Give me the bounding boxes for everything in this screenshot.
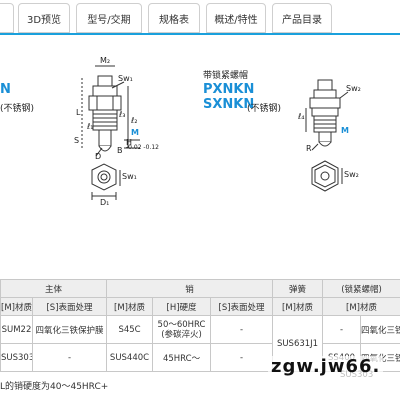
cell-body-surface: 四氧化三铁保护膜: [31, 315, 108, 344]
header-body-surface: [S]表面处理: [31, 297, 108, 316]
pin-tip: [98, 145, 112, 152]
label-h: H: [126, 138, 133, 147]
label-b-tolerance: -0.02 -0.12: [126, 144, 159, 151]
group-locknut: (锁紧螺帽): [322, 279, 400, 298]
column-header-row: [M]材质 [S]表面处理 [M]材质 [H]硬度 [S]表面处理 [M]材质 …: [0, 297, 400, 316]
hex-top-view: [91, 163, 117, 191]
label-l: L: [76, 108, 81, 117]
right-label-r: R: [306, 144, 312, 153]
group-body: 主体: [0, 279, 108, 298]
group-header-row: 主体 销 弹簧 (锁紧螺帽): [0, 279, 400, 298]
watermark: zgw.jw66.: [268, 356, 384, 377]
header-locknut-material: [M]材质: [322, 297, 400, 316]
tab-underline: [0, 33, 400, 35]
right-pin-side-view: [305, 79, 349, 151]
right-model-pxnkn: PXNKN: [203, 82, 255, 97]
footnote: L的销硬度为40～45HRC+: [0, 382, 109, 392]
tab-overview[interactable]: 概述/特性: [206, 3, 266, 33]
group-pin: 销: [106, 279, 274, 298]
right-label-sw2-top: Sw₂: [344, 170, 359, 179]
tab-model-delivery[interactable]: 型号/交期: [76, 3, 142, 33]
cell-body-material: SUS303: [0, 343, 33, 372]
cell-pin-material: S45C: [106, 315, 154, 344]
right-label-m-blue: M: [341, 126, 349, 135]
tab-3d-preview[interactable]: 3D预览: [18, 3, 70, 33]
tab-partial[interactable]: [0, 3, 14, 33]
header-pin-material: [M]材质: [106, 297, 154, 316]
group-spring: 弹簧: [272, 279, 324, 298]
label-sw1-top: Sw₁: [122, 172, 137, 181]
cell-pin-material: SUS440C: [106, 343, 154, 372]
left-stainless-label: (不锈钢): [0, 104, 35, 114]
header-spring-material: [M]材质: [272, 297, 324, 316]
cell-pin-surface: -: [210, 343, 274, 372]
right-label-sw2: Sw₂: [346, 84, 361, 93]
tab-bar: 3D预览 型号/交期 规格表 概述/特性 产品目录: [0, 0, 400, 36]
left-model-partial: N: [0, 82, 11, 97]
label-d: D: [95, 152, 102, 161]
header-pin-hardness: [H]硬度: [152, 297, 212, 316]
tab-catalog[interactable]: 产品目录: [272, 3, 332, 33]
cell-body-surface: -: [31, 343, 108, 372]
header-body-material: [M]材质: [0, 297, 33, 316]
label-l1: ℓ₁: [87, 122, 94, 131]
right-pin-top-view: [311, 160, 343, 192]
cell-pin-hardness: 45HRC～: [152, 343, 212, 372]
left-pin-top-view: [91, 163, 121, 200]
cell-locknut-material: -: [322, 315, 362, 344]
label-l2: ℓ₂: [131, 116, 138, 125]
right-stainless-label: (不锈钢): [247, 104, 282, 114]
cell-locknut-surface: 四氧化三铁: [360, 315, 400, 344]
tab-spec-table[interactable]: 规格表: [148, 3, 200, 33]
label-s: S: [74, 136, 80, 145]
right-heading: 带锁紧螺帽: [203, 71, 249, 81]
label-m-blue: M: [131, 128, 139, 137]
label-d1: D₁: [100, 198, 110, 207]
label-m2: M₂: [100, 56, 111, 65]
cell-body-material: SUM22: [0, 315, 33, 344]
label-b: B: [117, 146, 123, 155]
label-l3: ℓ₃: [119, 110, 126, 119]
left-pin-side-view: [81, 65, 140, 157]
right-label-l4: ℓ₄: [298, 112, 305, 121]
label-sw1: Sw₁: [118, 74, 133, 83]
header-pin-surface: [S]表面处理: [210, 297, 274, 316]
cell-pin-surface: -: [210, 315, 274, 344]
table-row: SUM22 四氧化三铁保护膜 S45C 50～60HRC (参碳淬火) - SU…: [0, 315, 400, 372]
right-model-sxnkn: SXNKN: [203, 97, 255, 112]
cell-pin-hardness: 50～60HRC (参碳淬火): [152, 315, 212, 344]
